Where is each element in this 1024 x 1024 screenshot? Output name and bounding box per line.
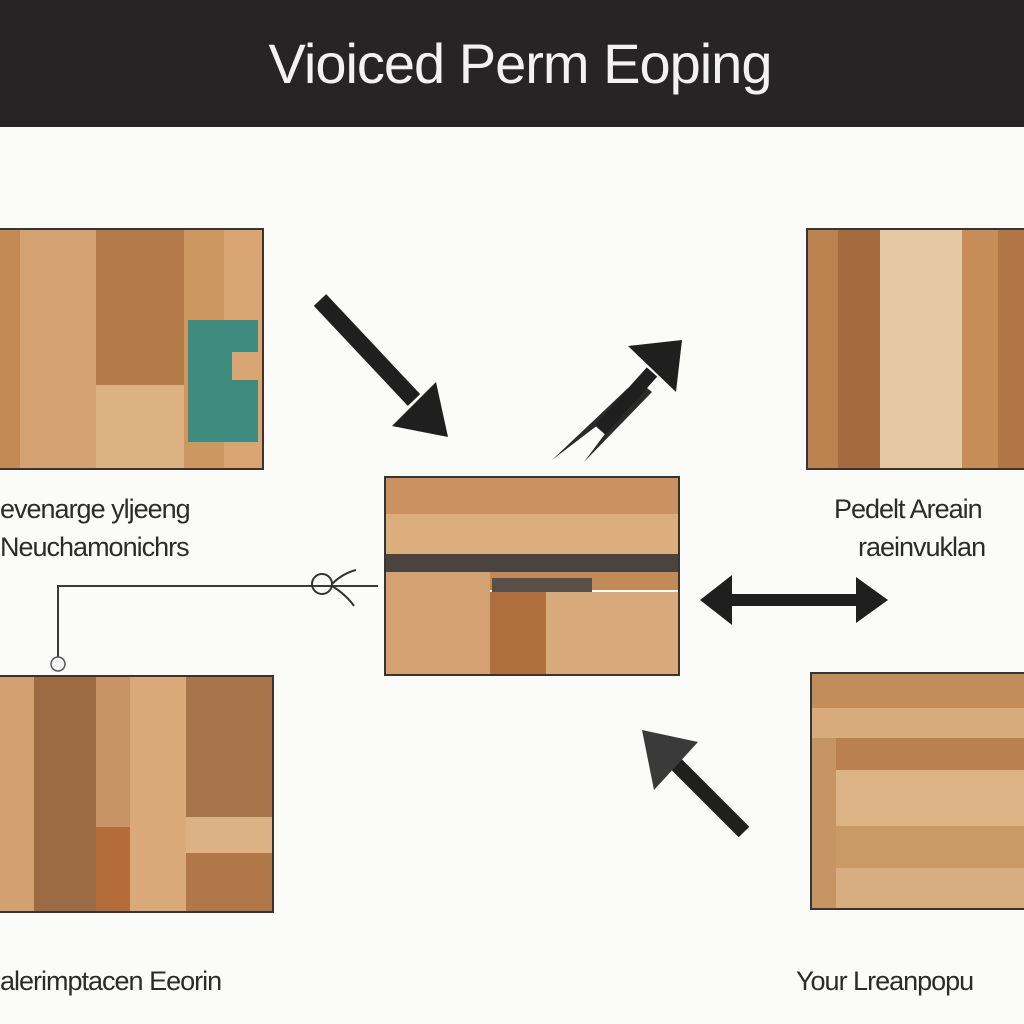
- caption-top-left-line1: evenarge yljeeng: [0, 494, 191, 524]
- wood-panel-bottom-right: [810, 672, 1024, 910]
- caption-bottom-right: Your Lreanpopu: [796, 966, 974, 996]
- arrow-down-right-icon: [313, 294, 448, 437]
- arrow-up-right-icon: [552, 340, 682, 462]
- wood-panel-center: [384, 476, 680, 676]
- caption-top-right-line2: raeinvuklan: [858, 532, 986, 562]
- wood-panel-bottom-left: [0, 675, 274, 913]
- wood-panel-top-left: [0, 228, 264, 470]
- connector-line: [50, 585, 378, 672]
- wood-panel-top-right: [806, 228, 1024, 470]
- double-arrow-icon: [700, 575, 888, 625]
- page-title: Vioiced Perm Eoping: [268, 32, 773, 95]
- caption-top-right-line1: Pedelt Areain: [834, 494, 983, 524]
- caption-top-left-line2: Neuchamonichrs: [0, 532, 190, 562]
- caption-bottom-left: alerimptacen Eeorin: [0, 966, 222, 996]
- header-bar: Vioiced Perm Eoping: [0, 0, 1024, 127]
- scissors-icon: [311, 569, 357, 607]
- arrow-up-left-icon: [642, 730, 750, 838]
